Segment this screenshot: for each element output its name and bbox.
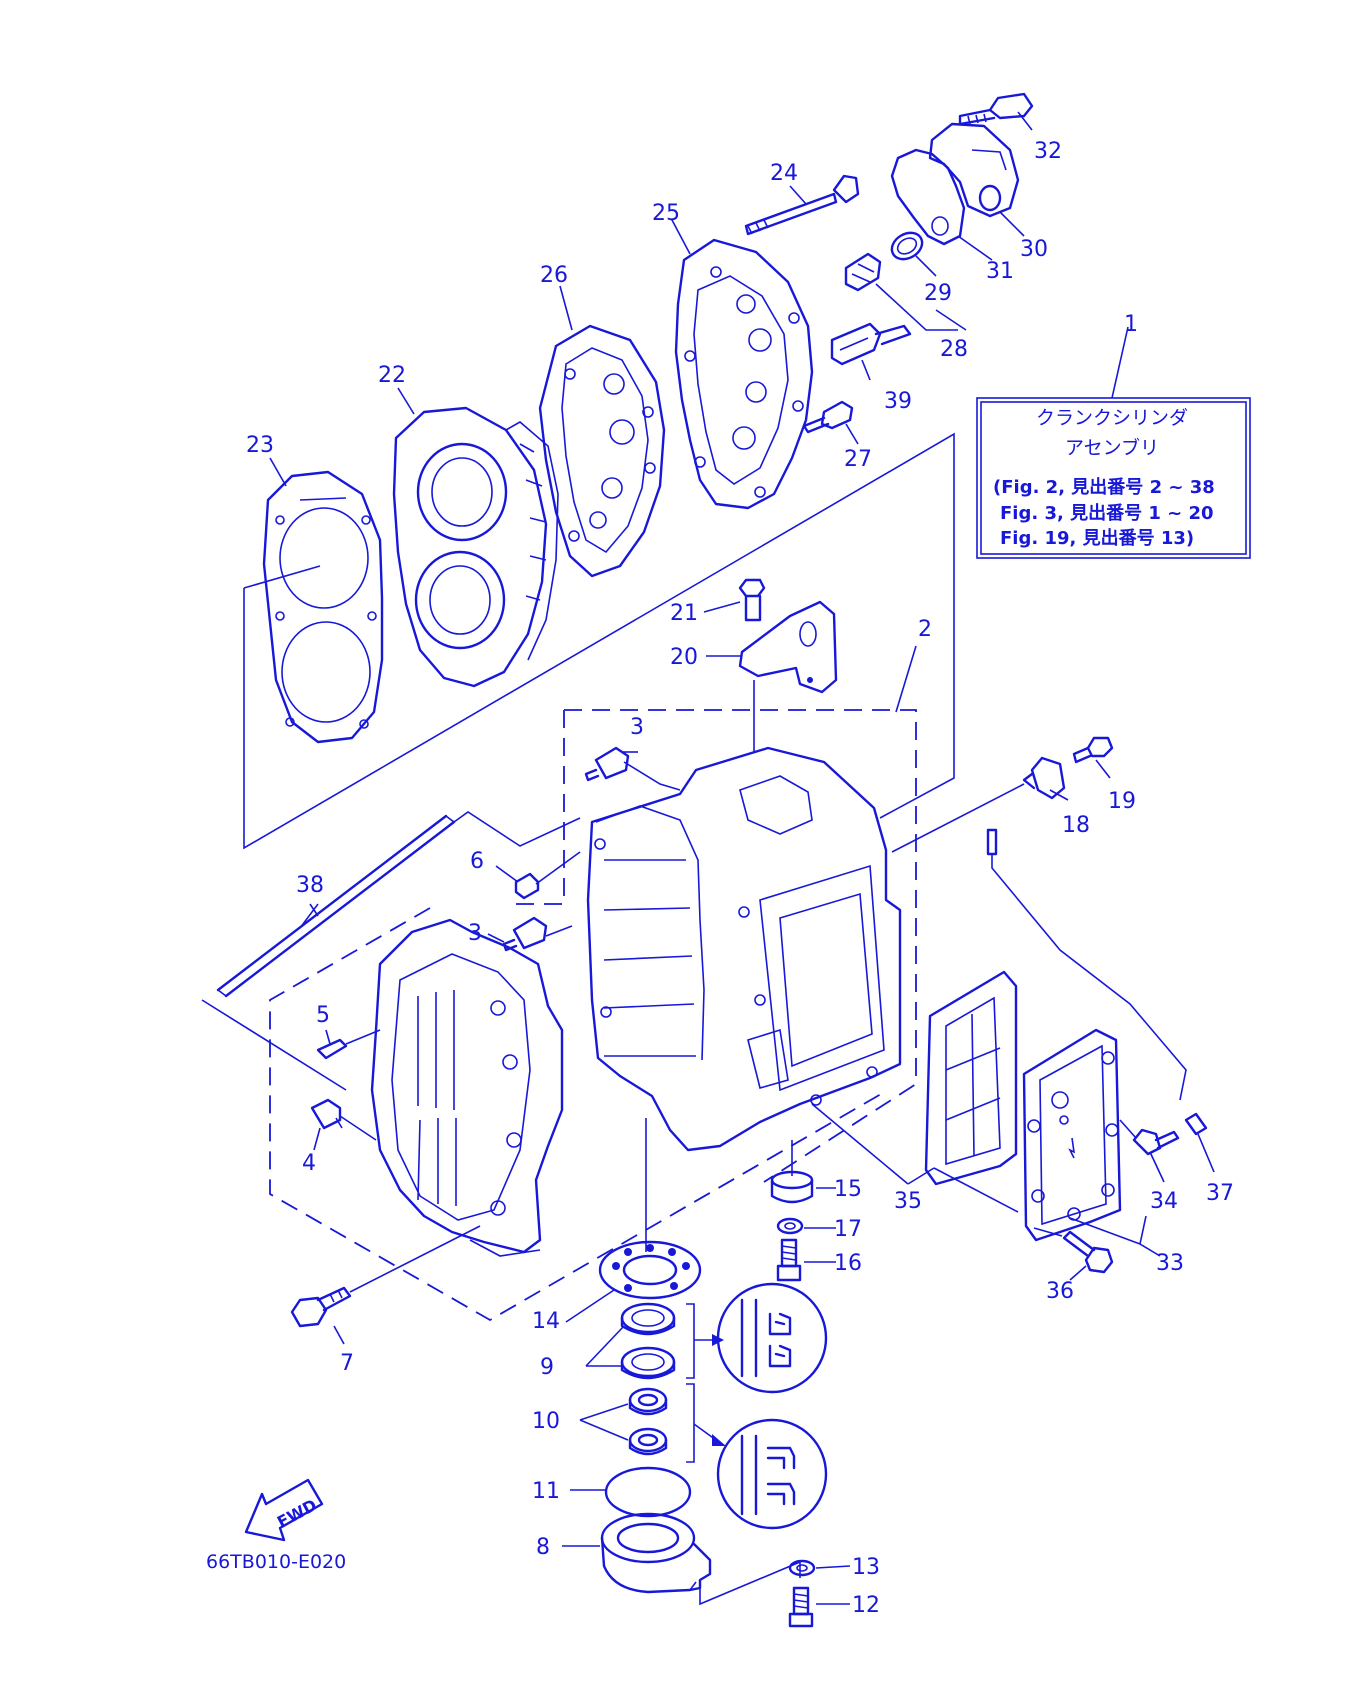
fwd-arrow-icon: FWD: [244, 1478, 324, 1542]
part-5-pin: [316, 1038, 348, 1060]
callout-25: 25: [652, 201, 680, 226]
part-14-plate: [598, 1240, 702, 1300]
part-39-spark-plug: [830, 322, 912, 366]
callout-2: 2: [918, 617, 932, 642]
callout-3b: 3: [468, 921, 482, 946]
part-37-hose: [986, 828, 1208, 1136]
callout-18: 18: [1062, 813, 1090, 838]
callout-10: 10: [532, 1409, 560, 1434]
callout-1: 1: [1124, 312, 1138, 337]
callout-16: 16: [834, 1251, 862, 1276]
callout-23: 23: [246, 433, 274, 458]
part-34-screw: [1132, 1128, 1180, 1156]
assembly-legend: クランクシリンダ アセンブリ (Fig. 2, 見出番号 2 ~ 38 Fig.…: [976, 397, 1251, 559]
part-29-seal: [890, 231, 924, 261]
part-36-bolt: [1062, 1230, 1114, 1274]
callout-7: 7: [340, 1351, 354, 1376]
diagram-code: 66TB010-E020: [206, 1551, 346, 1573]
callout-26: 26: [540, 263, 568, 288]
part-25-cylinder-head-cover: [674, 238, 814, 510]
part-4-fitting: [310, 1098, 343, 1130]
part-31-gasket: [890, 148, 966, 246]
callout-29: 29: [924, 281, 952, 306]
legend-line-3: (Fig. 2, 見出番号 2 ~ 38: [993, 476, 1215, 498]
part-20-bracket: [738, 600, 838, 694]
part-crankcase: [370, 918, 564, 1257]
fwd-label: FWD: [274, 1495, 320, 1531]
part-19-bolt: [1072, 736, 1114, 764]
part-28-thermostat: [844, 252, 882, 292]
part-15-grommet: [770, 1170, 814, 1204]
part-9-oil-seals: [620, 1302, 676, 1380]
part-35-gasket: [924, 970, 1018, 1186]
part-17-washer: [776, 1217, 804, 1235]
callout-6: 6: [470, 849, 484, 874]
part-26-gasket: [538, 324, 666, 578]
part-3a-fitting: [584, 746, 630, 782]
callout-5: 5: [316, 1003, 330, 1028]
callout-30: 30: [1020, 237, 1048, 262]
legend-line-1: クランクシリンダ: [1036, 407, 1188, 429]
callout-39: 39: [884, 389, 912, 414]
part-11-o-ring: [604, 1466, 692, 1518]
callout-34: 34: [1150, 1189, 1178, 1214]
callout-21: 21: [670, 601, 698, 626]
legend-line-5: Fig. 19, 見出番号 13): [1000, 527, 1194, 549]
callout-32: 32: [1034, 139, 1062, 164]
callout-12: 12: [852, 1593, 880, 1618]
callout-31: 31: [986, 259, 1014, 284]
callout-37: 37: [1206, 1181, 1234, 1206]
callout-14: 14: [532, 1309, 560, 1334]
callout-35: 35: [894, 1189, 922, 1214]
callout-20: 20: [670, 645, 698, 670]
part-32-bolt: [958, 92, 1034, 126]
callout-9: 9: [540, 1355, 554, 1380]
callout-11: 11: [532, 1479, 560, 1504]
part-27-bolt: [802, 400, 854, 434]
part-23-head-gasket: [262, 470, 384, 744]
part-16-bolt: [776, 1238, 802, 1282]
bearing-orientation-icon: [716, 1418, 828, 1530]
oil-seal-orientation-icon: [716, 1282, 828, 1394]
part-cylinder-block: [586, 746, 902, 1152]
part-3b-fitting: [502, 916, 548, 952]
crankcase-dashed-outline: [564, 709, 917, 1183]
part-33-cover-plate: [1022, 1028, 1122, 1242]
part-13-washer: [788, 1559, 816, 1577]
part-38-hose: [216, 814, 456, 998]
part-8-bearing-housing: [600, 1512, 712, 1594]
part-24-bolt: [744, 174, 860, 236]
legend-line-2: アセンブリ: [1065, 436, 1159, 459]
callout-22: 22: [378, 363, 406, 388]
callout-38: 38: [296, 873, 324, 898]
part-18-sensor: [1022, 756, 1066, 800]
part-21-bolt: [738, 578, 766, 622]
callout-19: 19: [1108, 789, 1136, 814]
callout-13: 13: [852, 1555, 880, 1580]
part-12-bolt: [788, 1586, 814, 1628]
part-22-cylinder-head: [392, 406, 559, 688]
callout-3a: 3: [630, 715, 644, 740]
legend-line-4: Fig. 3, 見出番号 1 ~ 20: [1000, 502, 1214, 524]
callout-33: 33: [1156, 1251, 1184, 1276]
part-10-bearings: [628, 1387, 668, 1456]
part-7-bolt: [290, 1286, 352, 1328]
callout-36: 36: [1046, 1279, 1074, 1304]
callout-28: 28: [940, 337, 968, 362]
part-6-dowel: [514, 872, 540, 900]
callout-8: 8: [536, 1535, 550, 1560]
callout-27: 27: [844, 447, 872, 472]
callout-17: 17: [834, 1217, 862, 1242]
callout-4: 4: [302, 1151, 316, 1176]
callout-24: 24: [770, 161, 798, 186]
part-30-cover: [928, 122, 1020, 218]
callout-15: 15: [834, 1177, 862, 1202]
